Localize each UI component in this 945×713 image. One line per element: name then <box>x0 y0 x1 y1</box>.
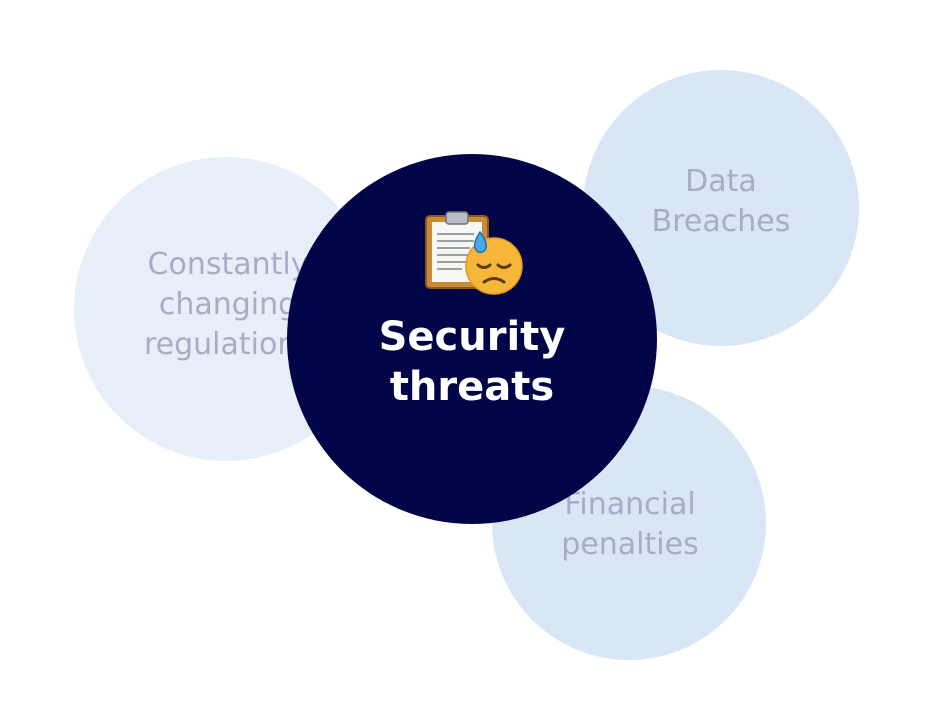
label-data-breaches: Data Breaches <box>651 164 791 239</box>
label-financial-penalties: Financial penalties <box>561 487 699 562</box>
label-security-threats: Security threats <box>378 314 566 410</box>
clipboard-sweat-face-icon <box>422 210 528 296</box>
label-regulations: Constantly changing regulations <box>143 247 312 362</box>
